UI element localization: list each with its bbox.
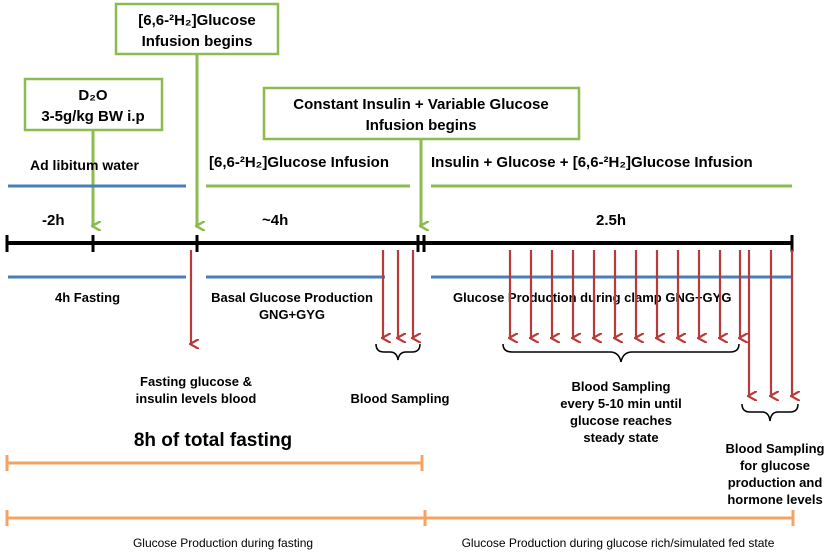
fasting-sample-label-1: Fasting glucose &: [140, 374, 252, 389]
final-brace: [741, 403, 799, 422]
callout-clamp: Constant Insulin + Variable Glucose Infu…: [262, 86, 581, 141]
total-fasting-label: 8h of total fasting: [134, 430, 292, 451]
callout-glucose-infusion-title: [6,6-²H₂]Glucose: [138, 12, 256, 29]
duration-2-5h: 2.5h: [596, 212, 626, 229]
fasting-sample-label-2: insulin levels blood: [136, 391, 257, 406]
basal-brace: [375, 343, 421, 361]
steady-sample-label-1: Blood Sampling: [572, 379, 671, 394]
fasting-production-label: Glucose Production during fasting: [133, 536, 313, 550]
callout-glucose-infusion-subtitle: Infusion begins: [142, 33, 253, 50]
phase-insulin-glucose: Insulin + Glucose + [6,6-²H₂]Glucose Inf…: [431, 154, 753, 171]
callout-clamp-title: Constant Insulin + Variable Glucose: [293, 96, 548, 113]
final-sample-label-1: Blood Sampling: [726, 441, 825, 456]
duration-minus-2h: -2h: [42, 212, 65, 229]
callout-glucose-infusion: [6,6-²H₂]Glucose Infusion begins: [114, 2, 280, 56]
total-fasting-span: [5, 455, 424, 471]
callout-d2o-dose: 3-5g/kg BW i.p: [41, 108, 144, 125]
steady-sample-label-4: steady state: [583, 430, 658, 445]
final-sample-label-3: production and: [728, 475, 823, 490]
steady-sample-label-3: glucose reaches: [570, 413, 672, 428]
steady-sample-label-2: every 5-10 min until: [560, 396, 681, 411]
period-clamp-production: Glucose Production during clamp GNG+GYG: [453, 290, 731, 305]
timeline: [5, 235, 794, 252]
period-basal-subtitle: GNG+GYG: [259, 307, 325, 322]
phase-ad-libitum: Ad libitum water: [30, 157, 139, 173]
production-span: [5, 510, 795, 526]
period-basal-title: Basal Glucose Production: [211, 290, 373, 305]
phase-glucose-infusion: [6,6-²H₂]Glucose Infusion: [209, 154, 389, 171]
clamp-brace: [502, 343, 740, 363]
duration-approx-4h: ~4h: [262, 212, 288, 229]
callout-d2o: D₂O 3-5g/kg BW i.p: [23, 77, 164, 132]
final-sample-label-4: hormone levels: [727, 492, 822, 507]
basal-sample-arrows: [383, 250, 413, 338]
fed-production-label: Glucose Production during glucose rich/s…: [462, 536, 775, 550]
period-fasting: 4h Fasting: [55, 290, 120, 305]
clamp-sample-arrows: [510, 250, 740, 338]
basal-sample-label: Blood Sampling: [351, 391, 450, 406]
final-sample-arrows: [749, 250, 792, 396]
callout-d2o-title: D₂O: [78, 87, 107, 104]
final-sample-label-2: for glucose: [740, 458, 810, 473]
callout-clamp-subtitle: Infusion begins: [366, 117, 477, 134]
